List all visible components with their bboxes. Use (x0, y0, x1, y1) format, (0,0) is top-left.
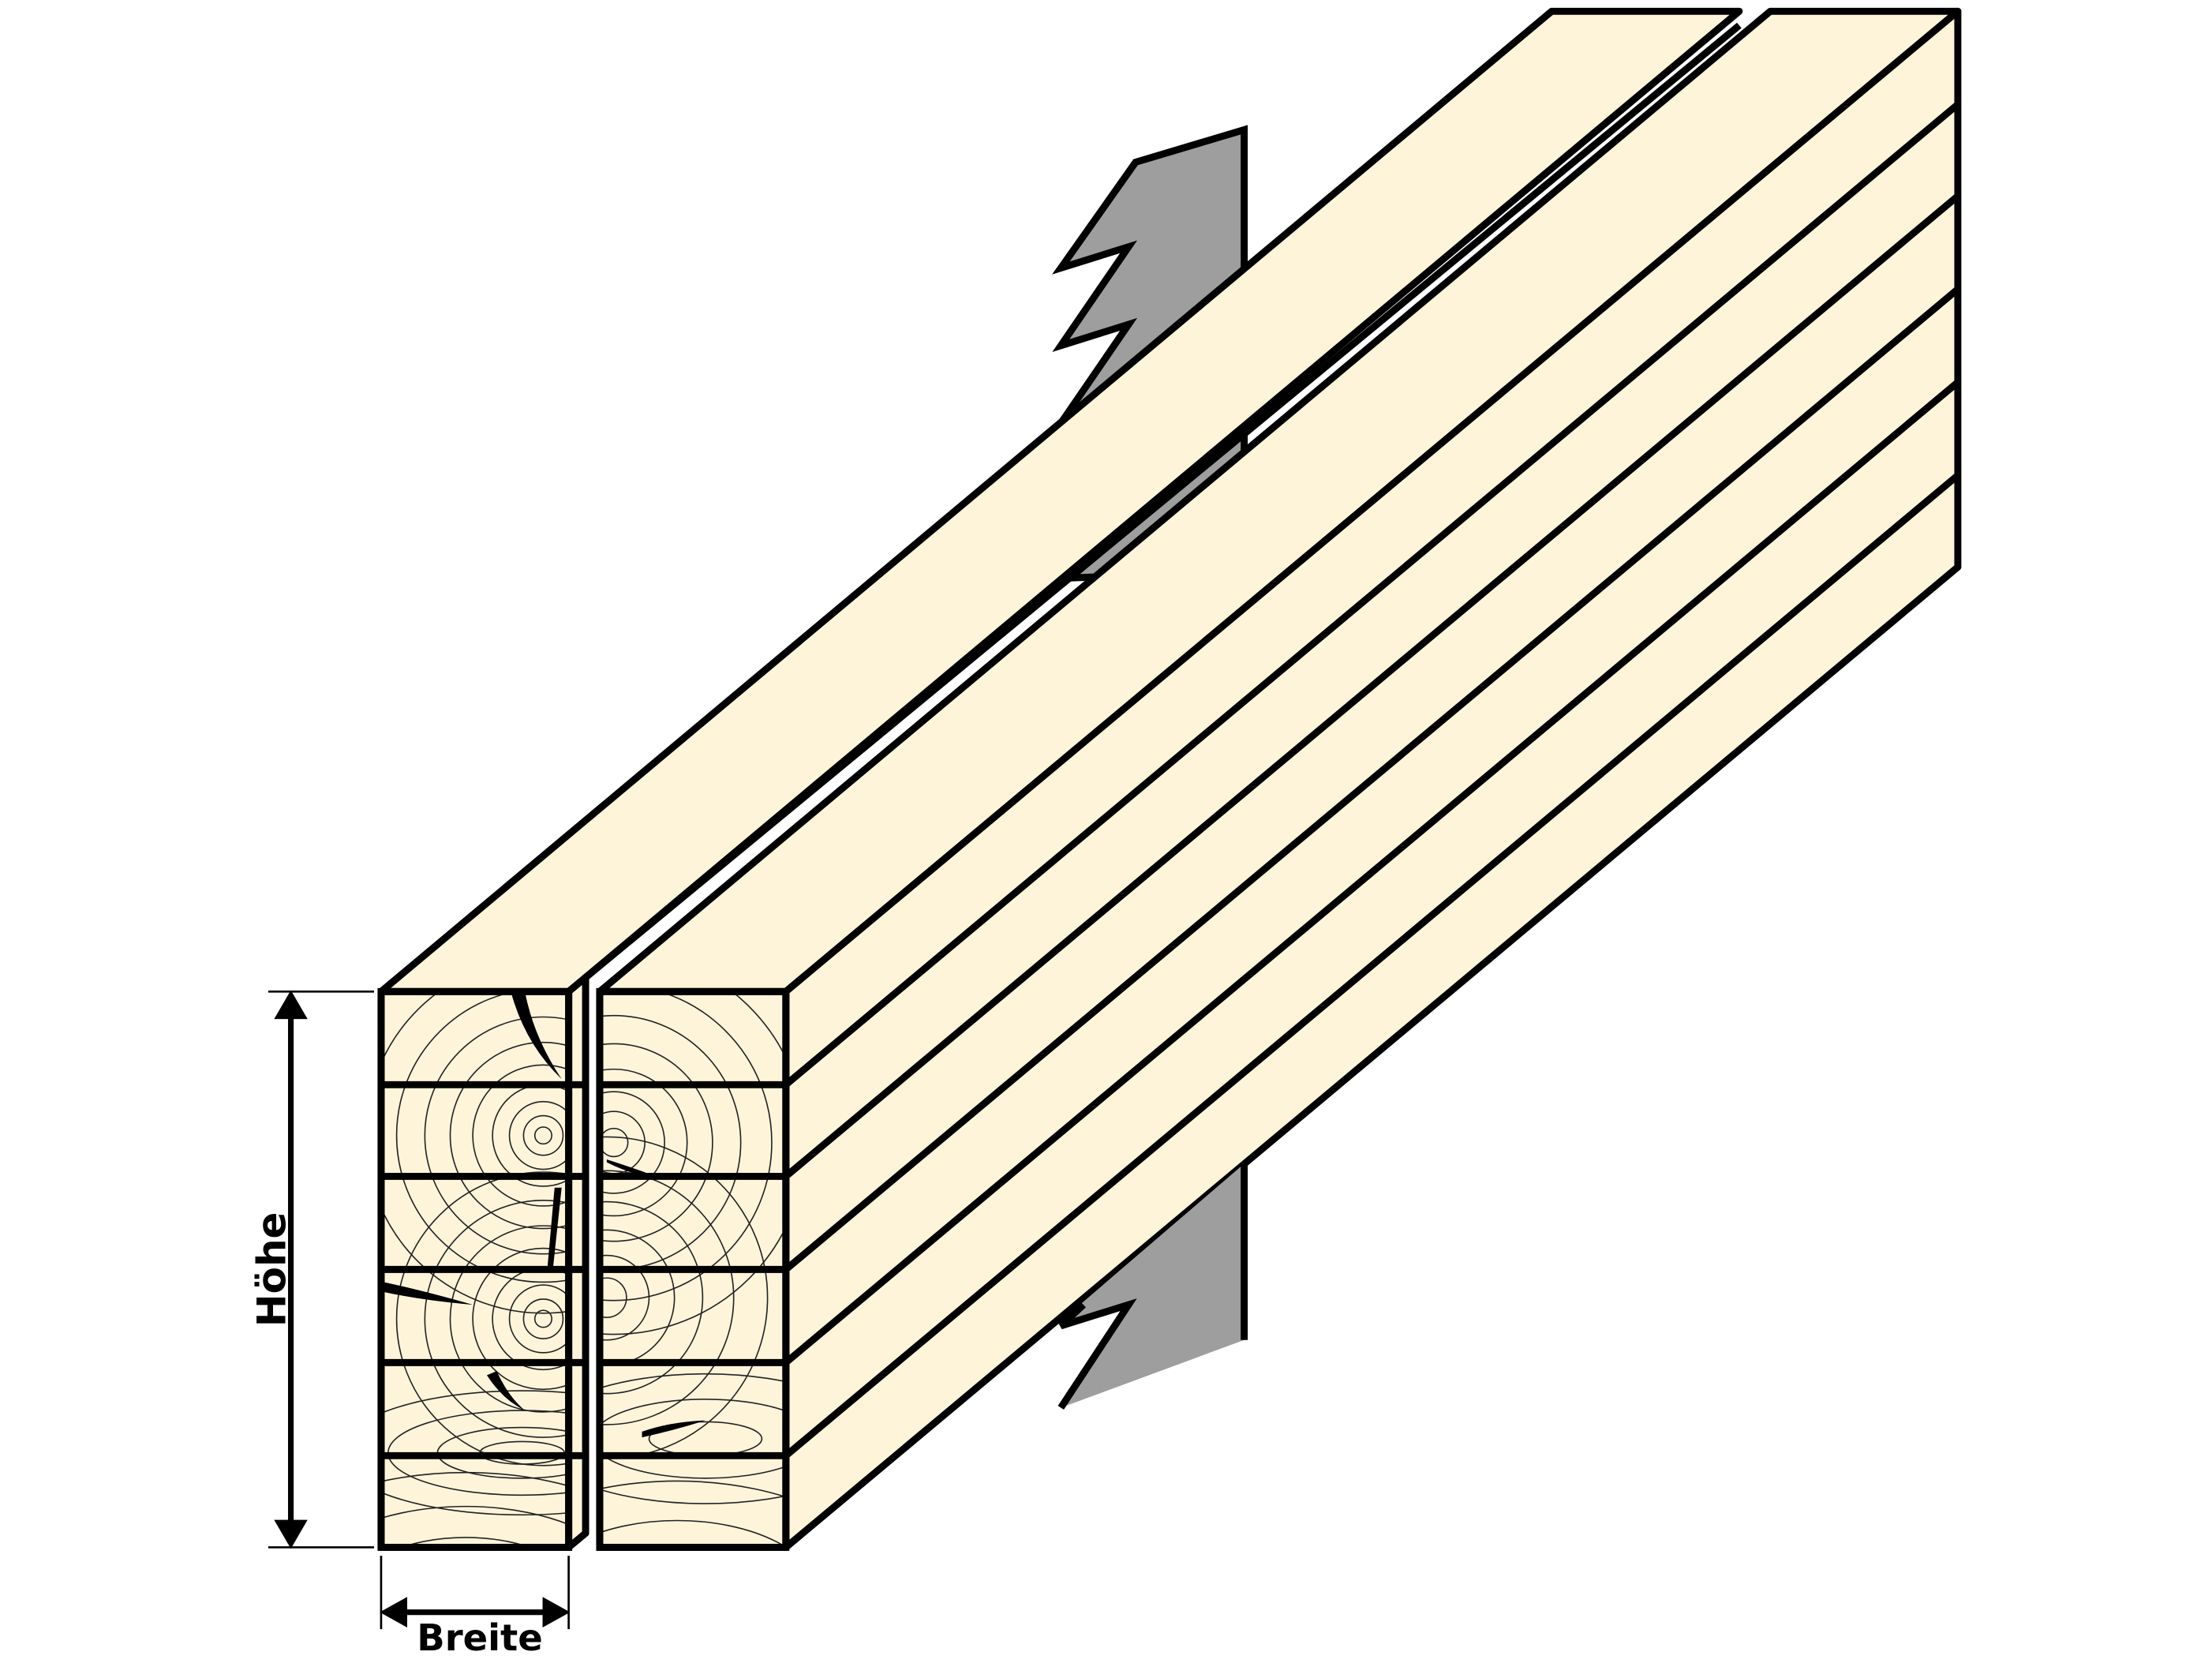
front-lamella-lines (380, 1081, 786, 1459)
saw-blade-lower (1061, 1163, 1244, 1408)
gap-edge (583, 22, 1742, 980)
width-label: Breite (417, 1616, 542, 1659)
height-dimension (268, 990, 374, 1549)
right-side-lamella-lines (783, 101, 1960, 1459)
width-dimension (380, 1556, 571, 1630)
height-label: Höhe (249, 1212, 294, 1328)
